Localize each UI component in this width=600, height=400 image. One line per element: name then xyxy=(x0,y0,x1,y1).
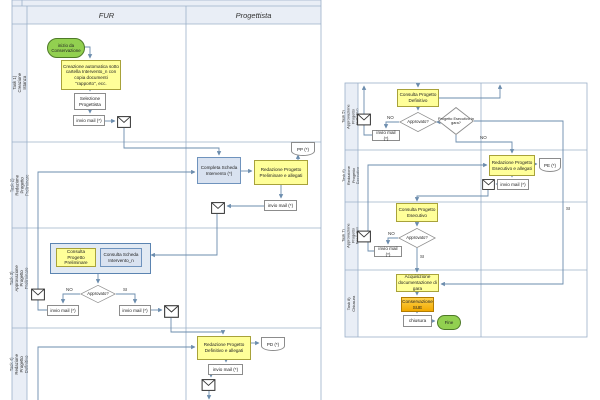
row-label-task8: Task 8) Chiusura xyxy=(345,270,358,337)
task-redazione-pp: Redazione Progetto Preliminare e allegat… xyxy=(254,160,308,185)
flow-label-no: NO xyxy=(66,287,73,292)
mail-icon xyxy=(357,230,371,243)
task-acquisizione-gara: Acquisizione documentazione di gara xyxy=(396,274,439,292)
task-invio-mail-4: invio mail (*) xyxy=(119,305,151,316)
document-pe: PE (*) xyxy=(539,158,561,172)
task-invio-mail-3: invio mail (*) xyxy=(47,305,79,316)
row-label-task1: Task 1) Creazione Istanza xyxy=(12,24,27,142)
task-consulta-pp: Consulta Progetto Preliminare xyxy=(56,248,96,267)
task-creazione-automatica: Creazione automatica sotto cartella Inte… xyxy=(61,60,121,90)
task-redazione-pe: Redazione Progetto Esecutivo e allegati xyxy=(489,155,535,176)
row-label-task3: Task 3) Approvazione Progetto Preliminar… xyxy=(9,228,30,328)
row-label-task2: Task 2) Redazione Progetto Preliminare xyxy=(9,142,30,228)
mail-icon xyxy=(201,379,216,391)
end-event: Fine xyxy=(437,315,461,330)
task-invio-mail-6: invio mail (*) xyxy=(372,130,400,141)
row-label-task7: Task 7) Approvazione Progetto Esecutivo xyxy=(341,202,360,270)
lane-header-progettista-label: Progettista xyxy=(235,10,272,20)
task-invio-mail-7: invio mail (*) xyxy=(497,179,529,190)
task-conservazione: Conservazione SUE xyxy=(401,297,434,312)
task-invio-mail-8: invio mail (*) xyxy=(374,246,402,257)
lane-header-progettista: Progettista xyxy=(186,6,321,24)
lane-header-fur-label: FUR xyxy=(98,10,115,20)
task-invio-mail-1: invio mail (*) xyxy=(73,115,105,126)
flow-label-no: NO xyxy=(480,135,487,140)
row-label-task4: Task 4) Redazione Progetto Definitivo xyxy=(9,328,30,400)
task-consulta-scheda: Consulta Scheda Intervento_n xyxy=(100,248,142,267)
document-pp: PP (*) xyxy=(291,142,315,156)
flow-label-no: NO xyxy=(387,115,394,120)
row-label-task5: Task 5) Approvazione Progetto Definitivo xyxy=(341,83,360,150)
mail-icon xyxy=(164,305,179,318)
flow-label-no: NO xyxy=(388,231,395,236)
mail-icon xyxy=(357,113,371,126)
flow-label-si: SI xyxy=(566,206,571,211)
task-consulta-pd: Consulta Progetto Definitivo xyxy=(397,89,439,107)
row-label-task6: Task 6) Redazione Progetto Esecutivo xyxy=(341,150,360,202)
task-selezione-progettista: Selezione Progettista xyxy=(74,93,106,110)
pool-corner-cell xyxy=(12,6,27,24)
document-pd: PD (*) xyxy=(261,337,285,351)
start-event: inizio da Conservazione xyxy=(47,38,85,58)
pool-top-band xyxy=(12,0,321,6)
gateway-approvato-pp: Approvato? xyxy=(80,285,116,303)
task-invio-mail-5: invio mail (*) xyxy=(208,364,243,375)
task-invio-mail-2: invio mail (*) xyxy=(264,200,297,211)
mail-icon xyxy=(31,288,45,301)
task-consulta-pe: Consulta Progetto Esecutivo xyxy=(396,203,438,222)
mail-icon xyxy=(482,179,495,190)
gateway-pe-in-gara: Progetto Esecutivo in gara? xyxy=(438,107,474,135)
gateway-approvato-pd: Approvato? xyxy=(399,112,437,132)
task-completa-scheda: Completa Scheda Intervento (*) xyxy=(197,157,241,184)
flow-label-si: SI xyxy=(420,254,425,259)
lane-header-fur: FUR xyxy=(27,6,186,24)
mail-icon xyxy=(117,116,131,128)
task-chiusura: chiusura xyxy=(403,315,432,327)
gateway-approvato-pe: Approvato? xyxy=(398,228,436,248)
task-redazione-pd: Redazione Progetto Definitivo e allegati xyxy=(197,336,251,360)
mail-icon xyxy=(211,202,225,214)
flow-label-si: SI xyxy=(123,287,128,292)
